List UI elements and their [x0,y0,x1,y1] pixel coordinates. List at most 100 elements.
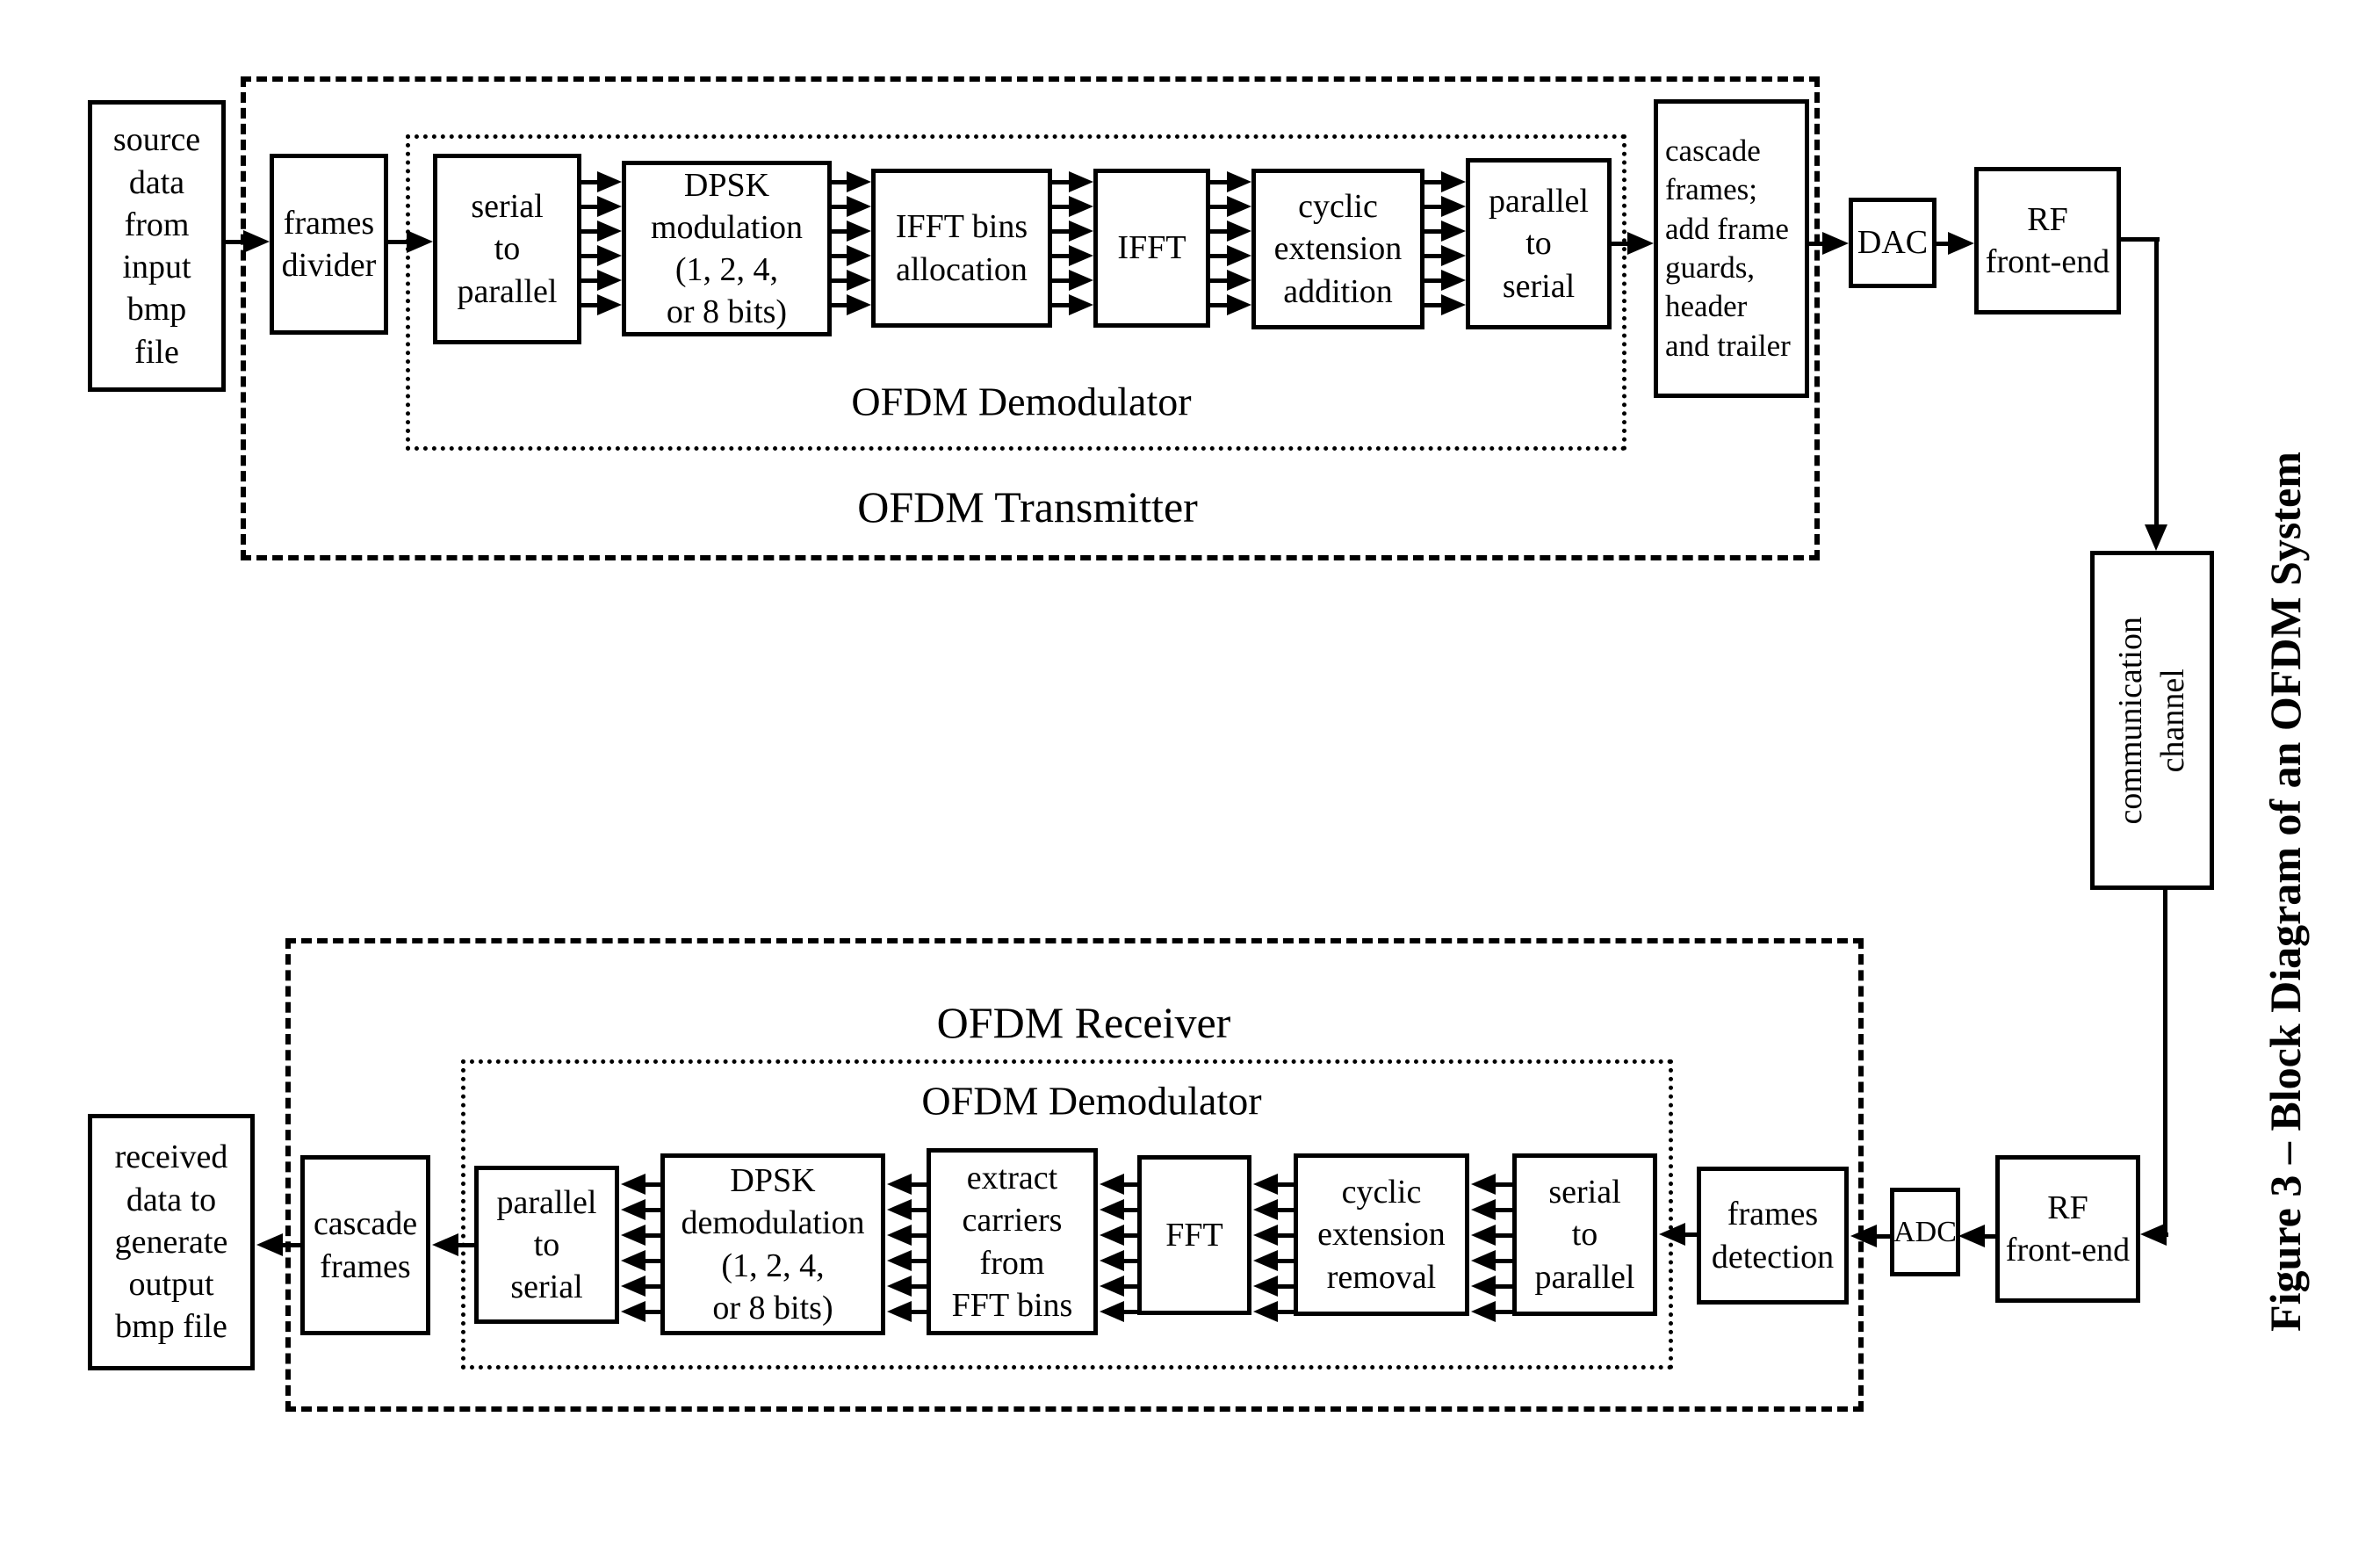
rx-multi-arrow-4-5 [645,1310,660,1314]
rx-multi-arrow-3-2 [912,1233,927,1238]
tx-multi-arrow-1-1 [832,205,847,209]
tx-flow-arrow-3 [1809,242,1822,246]
tx-multi-arrow-2-0 [1052,180,1069,184]
rx-multi-arrow-3-5 [912,1310,927,1314]
rx-flow-arrow-0 [1985,1234,1995,1239]
block-tx-serial-to-parallel: serial to parallel [433,154,581,344]
tx-multi-arrow-2-1-head [1069,196,1093,217]
tx-multi-arrow-1-4-head [847,270,871,291]
rx-multi-arrow-3-0 [912,1182,927,1187]
tx-multi-arrow-2-4-head [1069,270,1093,291]
tx-multi-arrow-2-3 [1052,254,1069,258]
tx-multi-arrow-2-2-head [1069,220,1093,242]
rx-multi-arrow-3-5-head [887,1301,912,1322]
tx-multi-arrow-0-1-head [597,196,622,217]
tx-multi-arrow-1-5-head [847,294,871,315]
transmitter-modulator-label: OFDM Demodulator [851,379,1192,424]
block-frames-detection: frames detection [1697,1167,1849,1305]
rx-multi-arrow-4-4-head [621,1276,645,1297]
rx-flow-arrow-2 [1685,1232,1697,1237]
tx-flow-arrow-2-head [1627,232,1654,255]
rx-multi-arrow-2-5-head [1100,1301,1124,1322]
block-ifft-bins-allocation: IFFT bins allocation [871,169,1052,328]
tx-multi-arrow-1-3-head [847,245,871,266]
channel-connector-down [2154,237,2159,524]
transmitter-section-label: OFDM Transmitter [857,482,1198,531]
tx-multi-arrow-4-0-head [1441,171,1466,192]
tx-multi-arrow-0-3 [581,254,597,258]
tx-multi-arrow-0-4-head [597,270,622,291]
rx-multi-arrow-3-2-head [887,1225,912,1246]
rx-flow-arrow-1 [1877,1234,1890,1239]
communication-channel-label: communication channel [2112,616,2192,825]
block-rx-cascade-frames: cascade frames [300,1155,430,1335]
tx-multi-arrow-3-5-head [1227,294,1251,315]
rx-multi-arrow-3-1 [912,1208,927,1212]
rx-multi-arrow-0-5 [1496,1310,1512,1314]
rx-multi-arrow-1-5-head [1253,1301,1278,1322]
tx-multi-arrow-1-5 [832,303,847,307]
channel-connector-bottom-v [2163,890,2167,1236]
rx-multi-arrow-2-0 [1124,1182,1137,1187]
tx-multi-arrow-0-0-head [597,171,622,192]
receiver-demodulator-label: OFDM Demodulator [921,1078,1262,1124]
rx-multi-arrow-4-1-head [621,1199,645,1220]
rx-multi-arrow-4-2 [645,1233,660,1238]
rx-multi-arrow-0-1 [1496,1208,1512,1212]
rx-flow-arrow-3 [458,1243,474,1247]
rx-multi-arrow-0-2-head [1471,1225,1496,1246]
tx-multi-arrow-1-0-head [847,171,871,192]
block-dpsk-modulation: DPSK modulation (1, 2, 4, or 8 bits) [622,161,832,336]
rx-multi-arrow-0-0-head [1471,1174,1496,1195]
block-cascade-frames-add-guards: cascade frames; add frame guards, header… [1654,99,1809,398]
tx-multi-arrow-2-5 [1052,303,1069,307]
block-rx-rf-front-end: RF front-end [1995,1155,2140,1303]
rx-multi-arrow-2-2 [1124,1233,1137,1238]
tx-flow-arrow-1-head [407,230,433,253]
rx-flow-arrow-2-head [1659,1223,1685,1246]
rx-multi-arrow-3-0-head [887,1174,912,1195]
tx-multi-arrow-4-5-head [1441,294,1466,315]
tx-multi-arrow-2-3-head [1069,245,1093,266]
rx-multi-arrow-1-5 [1278,1310,1294,1314]
rx-multi-arrow-0-1-head [1471,1199,1496,1220]
tx-multi-arrow-1-4 [832,278,847,283]
rx-multi-arrow-3-4 [912,1284,927,1289]
block-ifft: IFFT [1093,169,1210,328]
block-communication-channel: communication channel [2090,551,2214,890]
tx-multi-arrow-3-2-head [1227,220,1251,242]
channel-connector-into-rx-head [2140,1223,2167,1246]
block-received-data: received data to generate output bmp fil… [88,1114,255,1370]
rx-multi-arrow-4-0-head [621,1174,645,1195]
rx-multi-arrow-1-0 [1278,1182,1294,1187]
rx-multi-arrow-0-3-head [1471,1250,1496,1271]
rx-multi-arrow-2-1-head [1100,1199,1124,1220]
tx-flow-arrow-2 [1612,242,1627,246]
tx-multi-arrow-4-2-head [1441,220,1466,242]
block-fft: FFT [1137,1155,1251,1315]
block-dpsk-demodulation: DPSK demodulation (1, 2, 4, or 8 bits) [660,1153,885,1335]
tx-flow-arrow-4-head [1948,232,1974,255]
block-rx-parallel-to-serial: parallel to serial [474,1166,619,1324]
channel-connector-top-h [2121,237,2160,242]
rx-multi-arrow-0-5-head [1471,1301,1496,1322]
rx-multi-arrow-1-2 [1278,1233,1294,1238]
tx-multi-arrow-3-3 [1210,254,1227,258]
tx-multi-arrow-4-4-head [1441,270,1466,291]
block-frames-divider: frames divider [270,154,388,335]
tx-multi-arrow-2-1 [1052,205,1069,209]
rx-flow-arrow-3-head [432,1233,458,1256]
rx-multi-arrow-2-3-head [1100,1250,1124,1271]
receiver-outer-dotted-box [285,938,1864,1412]
channel-connector-down-head [2145,524,2167,551]
rx-flow-arrow-0-head [1958,1225,1985,1247]
rx-multi-arrow-2-2-head [1100,1225,1124,1246]
rx-flow-arrow-4-head [256,1233,283,1256]
rx-multi-arrow-4-4 [645,1284,660,1289]
tx-multi-arrow-4-2 [1424,229,1441,234]
tx-multi-arrow-3-4-head [1227,270,1251,291]
rx-multi-arrow-0-4-head [1471,1276,1496,1297]
tx-multi-arrow-1-1-head [847,196,871,217]
rx-flow-arrow-4 [283,1243,300,1247]
